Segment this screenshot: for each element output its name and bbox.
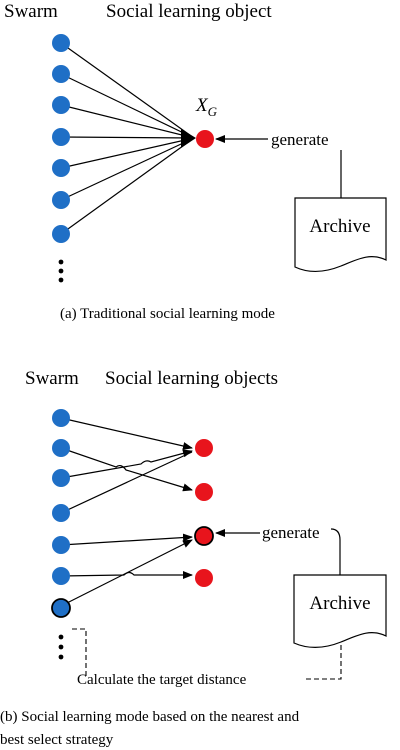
edge-b-3 — [60, 449, 193, 479]
swarm-dots-b — [51, 409, 71, 618]
edge-a-5 — [60, 137, 195, 169]
swarm-dot — [52, 469, 70, 487]
swarm-dot — [52, 536, 70, 554]
swarm-to-object-lines-a — [60, 42, 195, 235]
archive-connector-b — [330, 528, 341, 575]
swarm-dot — [52, 504, 70, 522]
xg-label: XG — [195, 95, 218, 119]
swarm-dots-a — [52, 34, 70, 243]
global-best-dot — [196, 130, 214, 148]
distance-dashed-right — [306, 645, 342, 680]
swarm-dot — [52, 128, 70, 146]
swarm-dot — [52, 225, 70, 243]
edge-b-4 — [60, 451, 193, 514]
swarm-dot — [52, 191, 70, 209]
edge-a-3 — [60, 104, 195, 139]
archive-document-a — [294, 197, 387, 272]
caption-b-line2: best select strategy — [0, 732, 114, 748]
object-dot — [195, 439, 213, 457]
selected-swarm-dot — [51, 598, 71, 618]
swarm-label-a: Swarm — [4, 1, 58, 22]
archive-label-a: Archive — [309, 216, 370, 237]
generate-label-a: generate — [271, 130, 329, 149]
generate-label-b: generate — [262, 523, 320, 542]
panel-a: Swarm Social learning object X — [4, 1, 387, 322]
converging-arrowhead-a — [181, 129, 196, 148]
edge-a-2 — [60, 73, 195, 139]
edge-a-7 — [60, 137, 195, 235]
edge-b-1 — [60, 417, 193, 450]
ellipsis-dots-b — [58, 634, 64, 660]
object-dot — [195, 569, 213, 587]
edge-b-6 — [60, 571, 193, 579]
edge-a-4 — [60, 136, 195, 139]
distance-dashed-left — [72, 628, 87, 677]
archive-document-b — [293, 574, 387, 648]
caption-a: (a) Traditional social learning mode — [60, 306, 275, 322]
swarm-dot — [52, 159, 70, 177]
edge-b-5 — [60, 533, 193, 546]
swarm-label-b: Swarm — [25, 368, 79, 389]
swarm-dot — [52, 409, 70, 427]
object-dot — [195, 483, 213, 501]
archive-label-b: Archive — [309, 593, 370, 614]
swarm-dot — [52, 567, 70, 585]
swarm-dot — [52, 65, 70, 83]
edge-b-7 — [60, 539, 193, 607]
distance-dashed-lines — [72, 628, 342, 680]
swarm-dot — [52, 34, 70, 52]
edge-a-6 — [60, 137, 195, 201]
edge-b-2 — [60, 447, 193, 492]
objects-label-a: Social learning object — [106, 1, 272, 22]
swarm-to-object-arrows-b — [60, 417, 193, 607]
target-object-dot — [194, 526, 214, 546]
swarm-dot — [52, 96, 70, 114]
distance-label: Calculate the target distance — [77, 672, 247, 688]
panel-b: Swarm Social learning objects — [0, 368, 387, 748]
objects-label-b: Social learning objects — [105, 368, 278, 389]
edge-a-1 — [60, 42, 195, 139]
object-dots-b — [194, 439, 214, 587]
swarm-dot — [52, 439, 70, 457]
ellipsis-dots-a — [58, 259, 64, 283]
caption-b-line1: (b) Social learning mode based on the ne… — [0, 709, 300, 725]
